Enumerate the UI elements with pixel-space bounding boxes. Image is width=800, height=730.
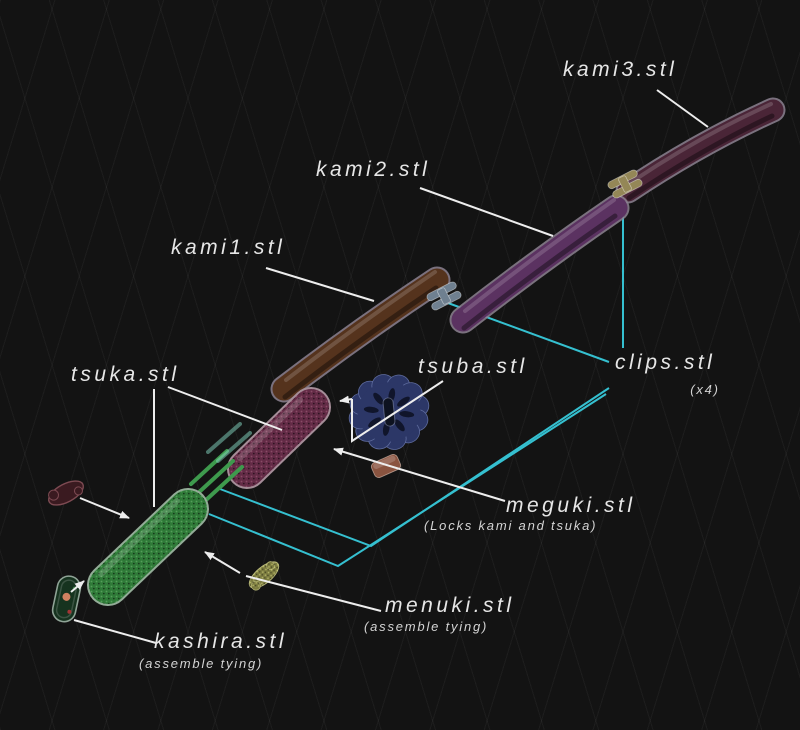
kashira-part	[51, 575, 82, 623]
kashira-arrow	[70, 580, 85, 593]
label-clips: clips.stl	[615, 351, 716, 374]
kami1-part	[270, 266, 451, 403]
clip-kami2-kami3	[607, 169, 643, 199]
tsuka-front-half	[227, 387, 331, 489]
tsuka-leader-front	[167, 386, 283, 431]
clip-kami1-kami2	[426, 281, 462, 311]
kami2-leader	[419, 187, 554, 237]
menuki-leader	[245, 575, 382, 612]
clip-line-v2	[208, 393, 607, 568]
kami3-leader	[656, 89, 709, 128]
leader-lines	[70, 89, 709, 644]
label-meguki: meguki.stl	[506, 494, 636, 517]
meguki-leader	[333, 447, 506, 502]
label-menuki: menuki.stl	[385, 594, 515, 617]
menuki-part	[248, 561, 280, 591]
label-meguki-note: (Locks kami and tsuka)	[424, 518, 598, 533]
menuki-dark-part	[48, 480, 84, 506]
kami1-leader	[265, 267, 375, 302]
meguki-part	[370, 453, 402, 479]
kami3-part	[615, 97, 786, 204]
label-kami1: kami1.stl	[171, 236, 286, 259]
tsuba-arrow	[339, 395, 353, 404]
menuki-dark-arrow	[79, 497, 130, 519]
label-kashira-note: (assemble tying)	[139, 656, 264, 671]
tsuba-part	[348, 374, 430, 450]
label-clips-note: (x4)	[690, 382, 720, 397]
label-tsuka: tsuka.stl	[71, 363, 180, 386]
label-kashira: kashira.stl	[154, 630, 288, 653]
tsuka-pins	[189, 422, 252, 502]
tsuba-leader	[351, 380, 444, 443]
tsuka-back-half	[87, 488, 209, 606]
label-menuki-note: (assemble tying)	[364, 619, 489, 634]
menuki-arrow	[204, 551, 241, 574]
label-kami2: kami2.stl	[316, 158, 431, 181]
label-tsuba: tsuba.stl	[418, 355, 528, 378]
kashira-leader	[73, 619, 157, 644]
label-kami3: kami3.stl	[563, 58, 678, 81]
kami2-part	[449, 194, 630, 334]
